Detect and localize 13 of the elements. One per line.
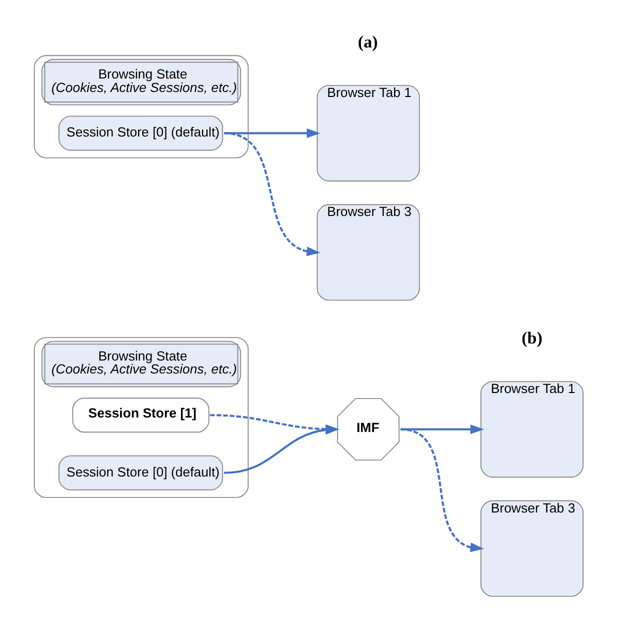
- label: (b): [521, 328, 542, 348]
- node-box: Browser Tab 1: [316, 84, 420, 182]
- node-box: Browser Tab 1: [480, 381, 584, 478]
- node-box: Browser Tab 3: [316, 204, 420, 301]
- arrow: [400, 424, 484, 434]
- arrow: [223, 132, 320, 256]
- node-box: Session Store [0] (default): [58, 455, 223, 490]
- node-box: Browser Tab 3: [480, 500, 584, 597]
- node-box: Session Store [0] (default): [58, 116, 223, 151]
- label: (a): [357, 32, 378, 52]
- node-box: Session Store [1]: [72, 398, 209, 433]
- arrow: [400, 428, 484, 552]
- arrow: [224, 128, 320, 138]
